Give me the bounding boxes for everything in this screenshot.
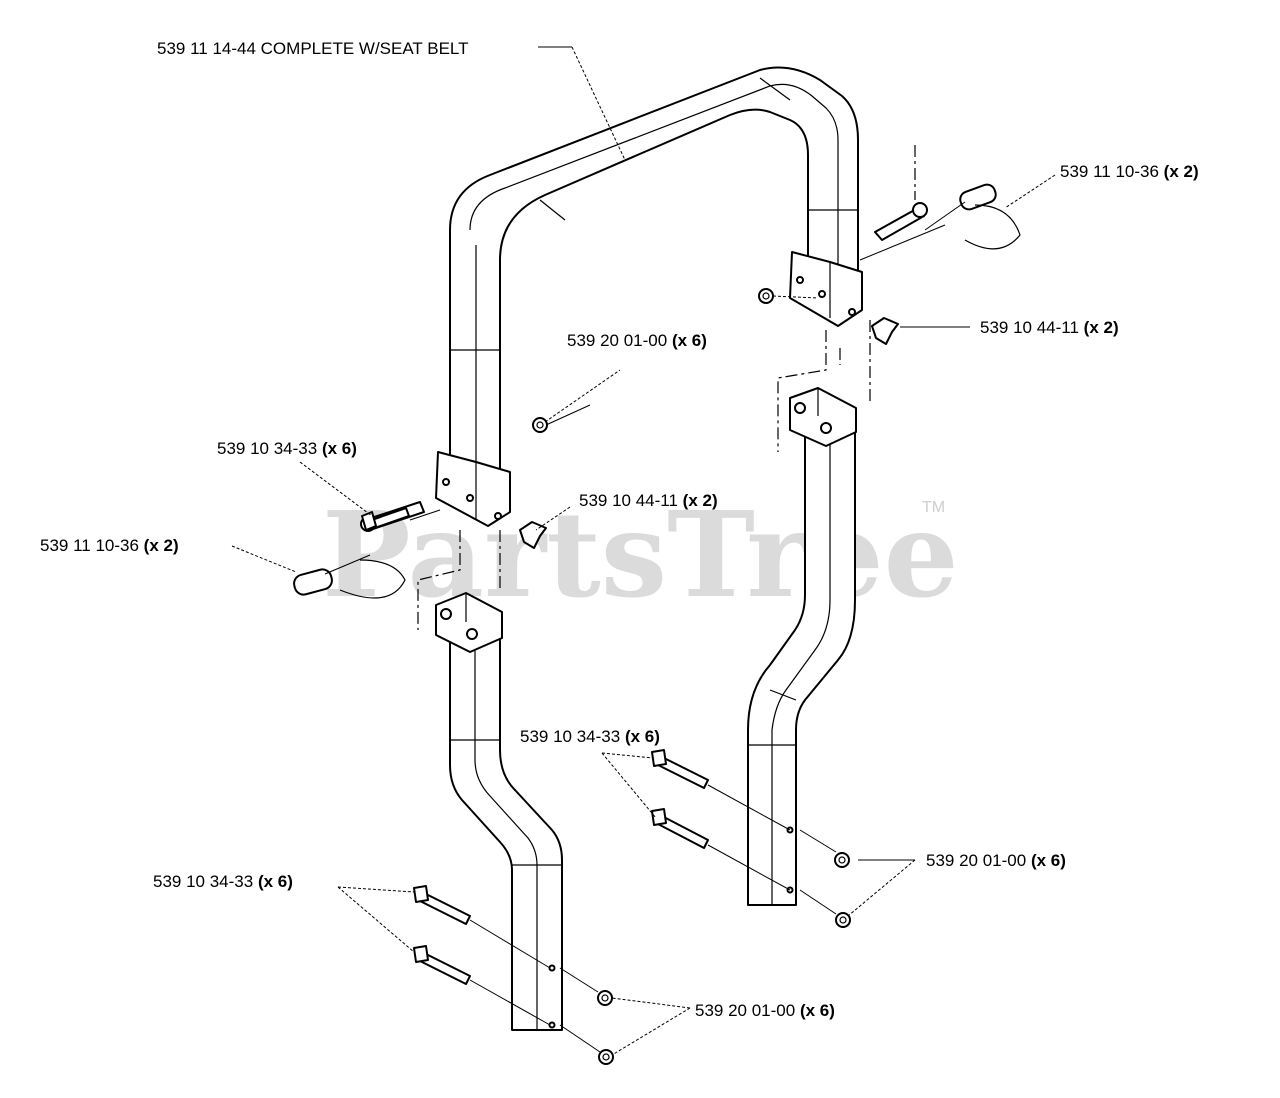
callout-nut-upper: 539 20 01-00 (x 6) <box>567 331 707 350</box>
callout-knob-left: 539 10 44-11 (x 2) <box>579 491 718 510</box>
knob-right <box>871 317 899 345</box>
callout-nut-lower-right: 539 20 01-00 (x 6) <box>926 851 1066 870</box>
nut-lower-left-1 <box>597 990 613 1006</box>
assembly-phantom-lines <box>417 145 916 630</box>
callout-hitch-pin-right: 539 11 10-36 (x 2) <box>1060 162 1199 181</box>
right-lower-leg <box>747 424 856 906</box>
bolt-lower-left-1 <box>413 885 471 925</box>
left-lower-leg <box>449 624 563 1031</box>
upper-right-bracket <box>789 251 863 327</box>
nut-upper-right <box>758 288 774 304</box>
bolt-alignment-lines <box>469 404 837 1053</box>
callout-knob-right: 539 10 44-11 (x 2) <box>980 318 1119 337</box>
callout-labels: 539 11 14-44 COMPLETE W/SEAT BELT 539 11… <box>40 39 1199 1020</box>
knob-left <box>519 521 547 549</box>
left-leg-clevis <box>435 592 503 653</box>
callout-bolt-upper-left: 539 10 34-33 (x 6) <box>217 439 357 458</box>
nut-lower-right-1 <box>834 852 850 868</box>
callout-bolt-lower-right: 539 10 34-33 (x 6) <box>520 727 660 746</box>
hitch-pin-right <box>859 183 1021 261</box>
bolt-lower-right-2 <box>651 808 709 849</box>
callout-hitch-pin-left: 539 11 10-36 (x 2) <box>40 536 179 555</box>
bolt-lower-left-2 <box>413 945 471 985</box>
nut-upper-left <box>532 417 548 433</box>
nut-lower-right-2 <box>835 912 851 928</box>
callout-nut-lower-left: 539 20 01-00 (x 6) <box>695 1001 835 1020</box>
trademark-mark: TM <box>922 499 945 516</box>
bolt-lower-right-1 <box>651 749 709 789</box>
upper-left-bracket <box>435 451 511 527</box>
right-leg-clevis <box>789 387 857 447</box>
callout-roll-bar-complete: 539 11 14-44 COMPLETE W/SEAT BELT <box>157 39 468 58</box>
callout-bolt-lower-left: 539 10 34-33 (x 6) <box>153 872 293 891</box>
nut-lower-left-2 <box>598 1049 614 1065</box>
callout-leaders <box>231 46 1056 1056</box>
upper-roll-bar <box>449 66 859 481</box>
